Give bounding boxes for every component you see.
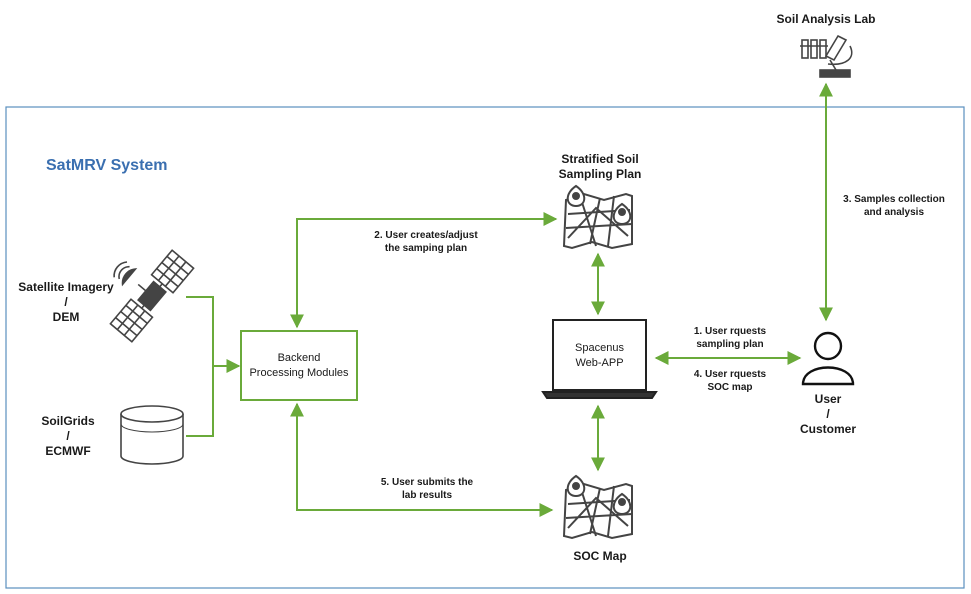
satellite-icon bbox=[109, 249, 195, 343]
webapp-label-line2: Web-APP bbox=[575, 357, 624, 369]
webapp-label-line1: Spacenus bbox=[575, 342, 624, 354]
edge-label-step5-line2: lab results bbox=[401, 490, 453, 501]
edge-label-step3: 3. Samples collection and analysis bbox=[834, 193, 954, 219]
plan-label-line1: Stratified Soil bbox=[561, 152, 639, 166]
backend-label: Backend Processing Modules bbox=[241, 351, 357, 381]
satellite-label-line2: / bbox=[64, 295, 68, 309]
backend-box bbox=[240, 330, 358, 401]
edge-step5 bbox=[290, 402, 554, 517]
lab-label: Soil Analysis Lab bbox=[776, 12, 876, 26]
user-label: User / Customer bbox=[788, 392, 868, 437]
edge-label-step1-line1: 1. User rquests bbox=[693, 326, 767, 337]
soilgrids-label-line2: / bbox=[66, 429, 70, 443]
satellite-label-line3: DEM bbox=[52, 310, 80, 324]
user-label-line3: Customer bbox=[799, 422, 856, 436]
edge-label-step4-line2: SOC map bbox=[707, 382, 753, 393]
edge-label-step4-line1: 4. User rquests bbox=[693, 369, 767, 380]
plan-label-line2: Sampling Plan bbox=[558, 167, 642, 181]
user-label-line1: User bbox=[814, 392, 842, 406]
system-title: SatMRV System bbox=[46, 157, 168, 174]
satellite-connector bbox=[186, 296, 214, 437]
edge-label-step2-line1: 2. User creates/adjust bbox=[374, 230, 478, 241]
soc-map-icon bbox=[562, 474, 633, 540]
edge-label-step5: 5. User submits the lab results bbox=[362, 476, 492, 502]
user-icon bbox=[801, 331, 855, 386]
soilgrids-label: SoilGrids / ECMWF bbox=[28, 414, 108, 459]
connectors bbox=[186, 82, 833, 517]
database-icon bbox=[120, 405, 184, 465]
laptop-icon bbox=[541, 319, 658, 399]
edge-label-step2-line2: the samping plan bbox=[384, 243, 468, 254]
edge-label-step2: 2. User creates/adjust the samping plan bbox=[356, 229, 496, 255]
plan-label: Stratified Soil Sampling Plan bbox=[540, 152, 660, 182]
edge-label-step3-line1: 3. Samples collection bbox=[843, 194, 945, 205]
backend-label-line1: Backend bbox=[277, 352, 321, 364]
soilgrids-label-line1: SoilGrids bbox=[41, 414, 95, 428]
edge-label-step1: 1. User rquests sampling plan bbox=[670, 325, 790, 351]
microscope-icon bbox=[800, 34, 853, 78]
system-frame bbox=[5, 106, 965, 589]
edge-label-step1-line2: sampling plan bbox=[696, 339, 764, 350]
soilgrids-label-line3: ECMWF bbox=[45, 444, 91, 458]
soc-label: SOC Map bbox=[573, 549, 627, 563]
satellite-label-line1: Satellite Imagery bbox=[18, 280, 114, 294]
satellite-label: Satellite Imagery / DEM bbox=[8, 280, 124, 325]
plan-map-icon bbox=[562, 184, 633, 250]
user-label-line2: / bbox=[826, 407, 830, 421]
edge-label-step3-line2: and analysis bbox=[863, 207, 925, 218]
edge-step2 bbox=[290, 212, 558, 329]
webapp-label: Spacenus Web-APP bbox=[553, 341, 646, 371]
edge-label-step5-line1: 5. User submits the bbox=[380, 477, 474, 488]
edge-label-step4: 4. User rquests SOC map bbox=[670, 368, 790, 394]
backend-label-line2: Processing Modules bbox=[249, 367, 349, 379]
